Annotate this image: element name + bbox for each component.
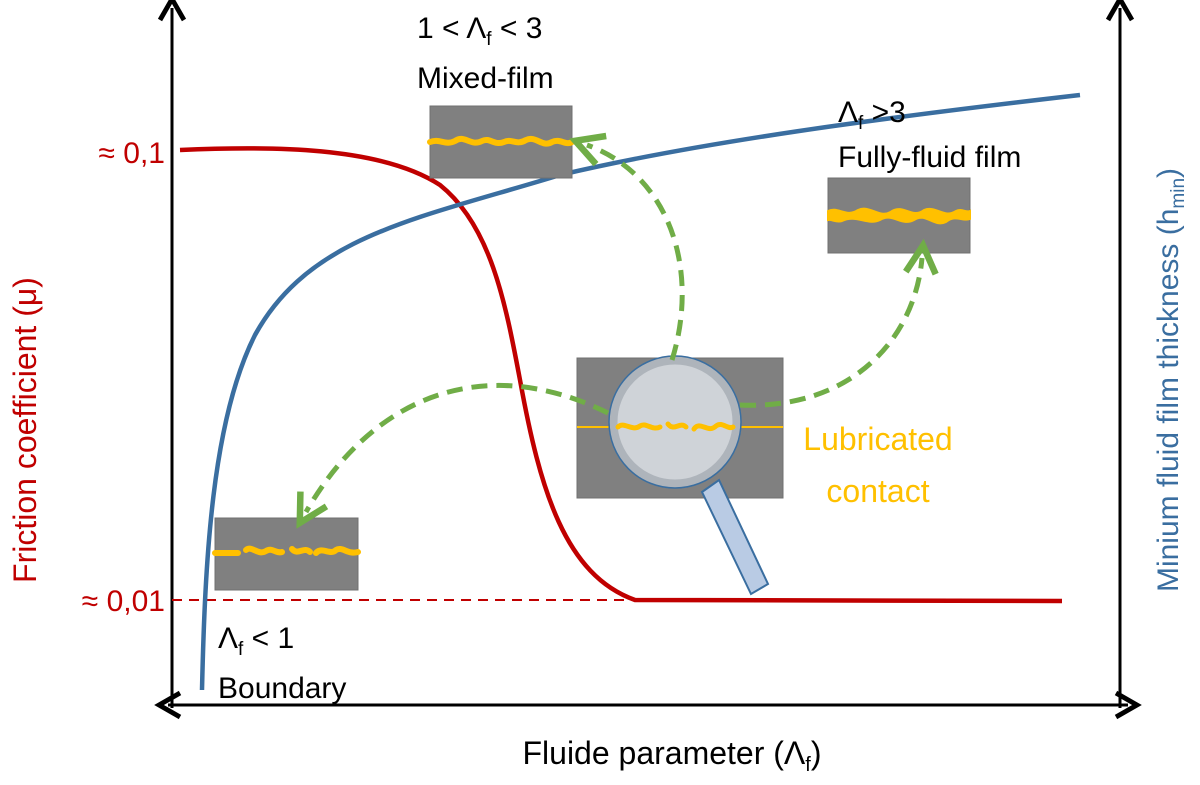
lubricated-contact-label-line2: contact <box>826 473 929 509</box>
mixed-film-box <box>427 105 575 179</box>
fully-fluid-film-box <box>827 177 971 254</box>
arrow-to-mixed-film <box>568 132 685 361</box>
y-right-axis-label: Minium fluid film thickness (hmin) <box>1152 168 1189 592</box>
boundary-condition: Λf < 1 <box>218 622 294 660</box>
fully-fluid-film-layer <box>827 207 971 225</box>
mixed-film-roughness <box>427 135 575 147</box>
y-left-axis-label: Friction coefficient (μ) <box>7 277 43 583</box>
x-axis-label: Fluide parameter (Λf) <box>522 735 821 776</box>
arrow-to-boundary <box>296 382 610 529</box>
tick-high-friction: ≈ 0,1 <box>98 137 165 170</box>
mixed-film-name: Mixed-film <box>417 62 554 95</box>
lubricated-contact-label-line1: Lubricated <box>803 421 952 457</box>
boundary-name: Boundary <box>218 672 346 705</box>
boundary-box <box>212 517 361 591</box>
film-thickness-curve <box>199 92 1081 691</box>
arrow-to-fully-fluid <box>739 238 939 408</box>
magnifying-glass-icon <box>608 355 770 596</box>
mixed-film-condition: 1 < Λf < 3 <box>417 12 542 50</box>
fully-fluid-condition: Λf >3 <box>838 96 906 134</box>
friction-curve <box>179 146 1063 604</box>
tick-low-friction: ≈ 0,01 <box>82 585 165 618</box>
magnified-roughness <box>615 421 736 432</box>
fully-fluid-name: Fully-fluid film <box>838 141 1021 174</box>
boundary-roughness <box>212 545 361 556</box>
